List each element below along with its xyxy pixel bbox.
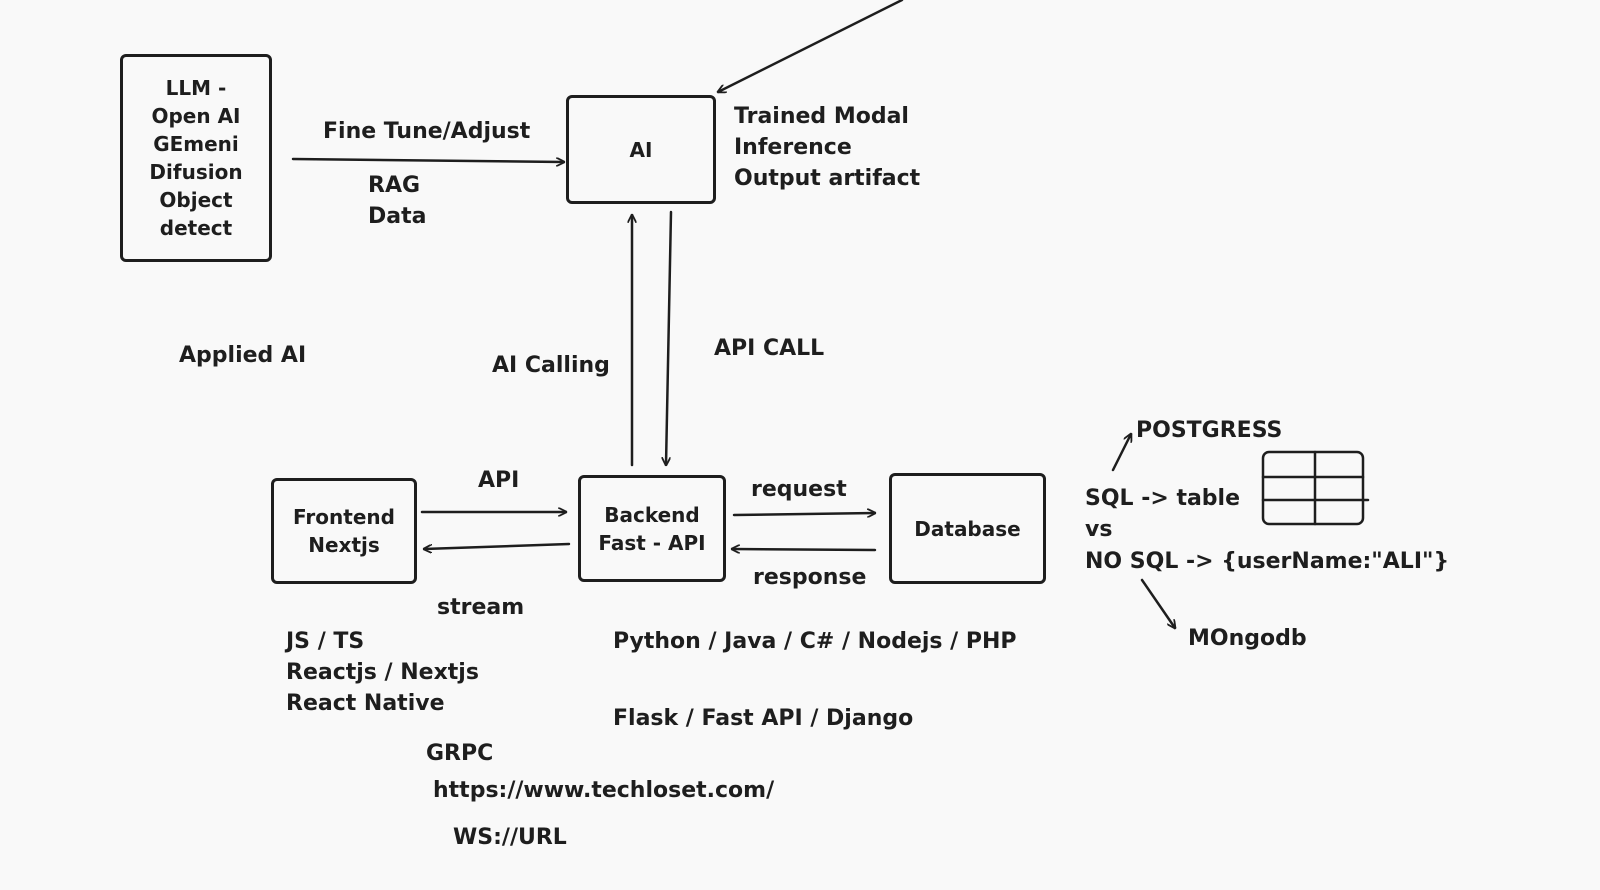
ai-outputs-label: Trained Modal Inference Output artifact	[734, 101, 920, 194]
grpc-label: GRPC	[426, 741, 494, 766]
database-node: Database	[889, 473, 1046, 584]
response-arrow	[730, 549, 877, 550]
api-label: API	[478, 468, 520, 493]
frontend-node: Frontend Nextjs	[271, 478, 417, 584]
rag-line: RAG	[368, 173, 421, 198]
database-node-label: Database	[914, 516, 1021, 541]
table-icon	[1261, 450, 1370, 526]
request-label: request	[751, 477, 847, 502]
vs-label: vs	[1085, 517, 1113, 542]
python-frameworks-label: Flask / Fast API / Django	[613, 706, 914, 731]
postgress-arrow	[1111, 434, 1131, 472]
incoming-arrow	[718, 0, 904, 92]
rag-line: Data	[368, 204, 427, 229]
ai-node: AI	[566, 95, 716, 204]
frontend-node-line: Frontend	[293, 505, 395, 529]
response-label: response	[753, 565, 867, 590]
applied-ai-label: Applied AI	[179, 343, 307, 368]
frontend-lang-line: Reactjs / Nextjs	[286, 660, 479, 685]
mongodb-arrow	[1140, 578, 1175, 628]
ws-url-label: WS://URL	[453, 825, 567, 850]
frontend-lang-line: JS / TS	[286, 629, 365, 654]
backend-langs-label: Python / Java / C# / Nodejs / PHP	[613, 629, 1017, 654]
ai-output-line: Output artifact	[734, 166, 921, 191]
finetune-label: Fine Tune/Adjust	[323, 119, 531, 144]
stream-label: stream	[437, 595, 525, 620]
ai-output-line: Trained Modal	[734, 104, 909, 129]
backend-node-line: Backend	[604, 502, 700, 527]
finetune-arrow	[291, 159, 566, 162]
https-url-label: https://www.techloset.com/	[433, 778, 775, 803]
llm-node-line: LLM -	[165, 76, 227, 100]
ai-node-label: AI	[629, 137, 653, 162]
api-call-arrow	[666, 210, 673, 467]
stream-arrow	[422, 542, 571, 549]
frontend-lang-line: React Native	[286, 691, 445, 716]
request-arrow	[732, 513, 877, 515]
llm-node-line: Open AI	[151, 104, 241, 128]
backend-node-line: Fast - API	[598, 530, 706, 555]
api-call-label: API CALL	[714, 336, 825, 361]
rag-label: RAG Data	[368, 170, 426, 232]
ai-calling-label: AI Calling	[492, 353, 610, 378]
ai-output-line: Inference	[734, 135, 852, 160]
llm-node-line: Object	[159, 188, 233, 212]
llm-node-line: detect	[159, 216, 233, 240]
sql-table-label: SQL -> table	[1085, 486, 1241, 511]
frontend-langs-label: JS / TS Reactjs / Nextjs React Native	[286, 626, 479, 719]
llm-node-line: Difusion	[149, 160, 243, 184]
postgress-label: POSTGRESS	[1136, 418, 1283, 443]
llm-node: LLM - Open AI GEmeni Difusion Object det…	[120, 54, 272, 262]
mongodb-label: MOngodb	[1188, 626, 1307, 651]
frontend-node-line: Nextjs	[308, 533, 380, 557]
backend-node: Backend Fast - API	[578, 475, 726, 582]
llm-node-line: GEmeni	[153, 132, 239, 156]
nosql-label: NO SQL -> {userName:"ALI"}	[1085, 549, 1450, 574]
